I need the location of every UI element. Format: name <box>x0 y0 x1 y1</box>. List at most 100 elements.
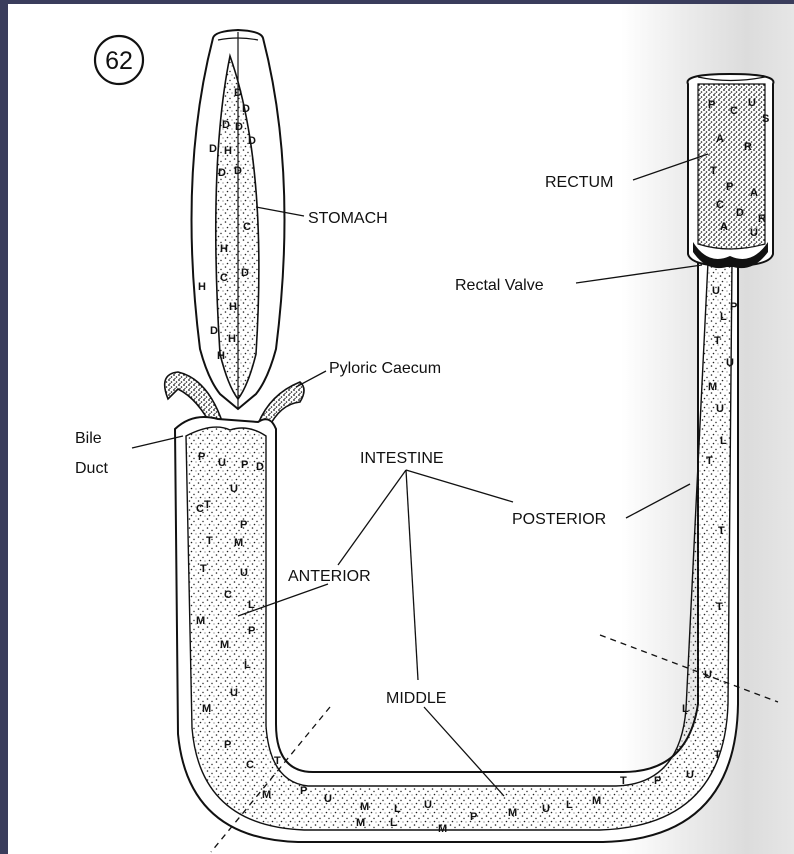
tract-marker: U <box>712 285 720 297</box>
tract-marker: D <box>242 103 250 115</box>
tract-marker: U <box>240 567 248 579</box>
tract-marker: P <box>198 451 205 463</box>
tract-marker: L <box>248 599 255 611</box>
tract-marker: M <box>196 615 205 627</box>
tract-marker: T <box>714 749 721 761</box>
tract-marker: M <box>438 823 447 835</box>
label-intestine: INTESTINE <box>360 450 444 467</box>
tract-marker: A <box>720 221 728 233</box>
tract-marker: T <box>206 535 213 547</box>
tract-marker: U <box>230 483 238 495</box>
tract-marker: U <box>704 669 712 681</box>
tract-marker: M <box>508 807 517 819</box>
label-middle: MIDDLE <box>386 690 446 707</box>
tract-marker: U <box>748 97 756 109</box>
label-rectal-valve: Rectal Valve <box>455 277 544 294</box>
tract-marker: A <box>716 133 724 145</box>
tract-marker: C <box>220 272 228 284</box>
tract-marker: C <box>246 759 254 771</box>
tract-marker: P <box>730 301 737 313</box>
tract-marker: D <box>234 87 242 99</box>
tract-marker: H <box>229 301 237 313</box>
tract-marker: A <box>750 187 758 199</box>
tract-marker: T <box>716 601 723 613</box>
tract-marker: T <box>710 165 717 177</box>
tract-marker: P <box>726 181 733 193</box>
tract-marker: H <box>217 350 225 362</box>
label-rectum: RECTUM <box>545 174 613 191</box>
tract-marker: H <box>224 145 232 157</box>
tract-marker: M <box>360 801 369 813</box>
tract-marker: D <box>736 207 744 219</box>
tract-marker: M <box>234 537 243 549</box>
label-posterior: POSTERIOR <box>512 511 606 528</box>
tract-marker: T <box>718 525 725 537</box>
tract-marker: U <box>750 227 758 239</box>
tract-marker: P <box>654 775 661 787</box>
tract-marker: C <box>730 105 738 117</box>
tract-marker: M <box>356 817 365 829</box>
tract-marker: D <box>234 165 242 177</box>
tract-marker: U <box>218 457 226 469</box>
tract-marker: S <box>762 113 769 125</box>
page: 62 STOMACH Pyl <box>8 4 794 854</box>
tract-marker: C <box>716 199 724 211</box>
tract-marker: U <box>324 793 332 805</box>
tract-marker: U <box>230 687 238 699</box>
tract-marker: P <box>224 739 231 751</box>
tract-marker: L <box>394 803 401 815</box>
tract-marker: U <box>716 403 724 415</box>
tract-marker: P <box>708 99 715 111</box>
tract-marker: U <box>542 803 550 815</box>
label-stomach: STOMACH <box>308 210 388 227</box>
tract-marker: H <box>228 333 236 345</box>
tract-marker: C <box>224 589 232 601</box>
tract-marker: P <box>470 811 477 823</box>
tract-marker: D <box>218 167 226 179</box>
tract-marker: L <box>566 799 573 811</box>
tract-marker: T <box>706 455 713 467</box>
tract-marker: U <box>726 357 734 369</box>
tract-marker: T <box>204 499 211 511</box>
tract-marker: P <box>248 625 255 637</box>
tract-marker: R <box>744 141 752 153</box>
tract-marker: D <box>256 461 264 473</box>
tract-marker: M <box>262 789 271 801</box>
tract-marker: C <box>243 221 251 233</box>
tract-marker: P <box>240 519 247 531</box>
tract-marker: H <box>198 281 206 293</box>
tract-marker: D <box>222 119 230 131</box>
digestive-tract-diagram: 62 STOMACH Pyl <box>8 4 794 854</box>
tract-marker: L <box>720 311 727 323</box>
tract-marker: M <box>220 639 229 651</box>
label-duct: Duct <box>75 460 108 477</box>
tract-marker: P <box>300 785 307 797</box>
tract-marker: H <box>220 243 228 255</box>
tract-marker: D <box>209 143 217 155</box>
tract-marker: U <box>424 799 432 811</box>
tract-marker: D <box>210 325 218 337</box>
tract-marker: T <box>200 563 207 575</box>
tract-marker: L <box>682 703 689 715</box>
tract-marker: M <box>708 381 717 393</box>
tract-marker: R <box>758 213 766 225</box>
tract-marker: D <box>241 267 249 279</box>
rectum <box>688 74 774 268</box>
tract-marker: L <box>244 659 251 671</box>
tract-marker: P <box>241 459 248 471</box>
label-bile: Bile <box>75 430 102 447</box>
label-pyloric-caecum: Pyloric Caecum <box>329 360 441 377</box>
tract-marker: M <box>592 795 601 807</box>
tract-marker: T <box>274 755 281 767</box>
tract-marker: C <box>196 503 204 515</box>
tract-marker: L <box>720 435 727 447</box>
figure-number: 62 <box>105 47 133 75</box>
tract-marker: T <box>714 335 721 347</box>
tract-marker: U <box>686 769 694 781</box>
tract-marker: L <box>390 817 397 829</box>
tract-marker: D <box>248 135 256 147</box>
figure-number-badge: 62 <box>95 36 143 84</box>
label-anterior: ANTERIOR <box>288 568 371 585</box>
tract-marker: T <box>620 775 627 787</box>
tract-marker: M <box>202 703 211 715</box>
